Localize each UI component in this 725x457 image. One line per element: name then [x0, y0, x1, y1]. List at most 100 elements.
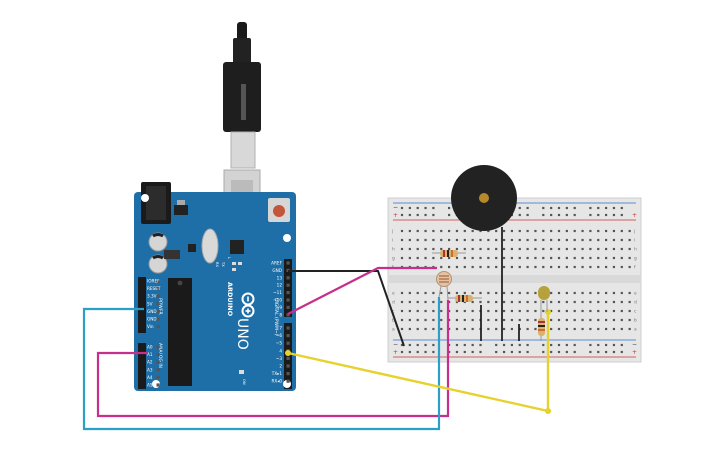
breadboard-hole[interactable] [487, 238, 490, 242]
analog-pin-socket[interactable] [156, 375, 160, 379]
breadboard-hole[interactable] [432, 300, 435, 304]
breadboard-hole[interactable] [432, 327, 435, 331]
breadboard-hole[interactable] [550, 247, 553, 251]
breadboard-rail-hole[interactable] [526, 206, 529, 210]
breadboard-rail-hole[interactable] [565, 206, 568, 210]
breadboard-hole[interactable] [502, 265, 506, 269]
breadboard-hole[interactable] [479, 265, 482, 269]
breadboard-hole[interactable] [502, 309, 506, 313]
digital-pin-socket[interactable] [286, 283, 290, 287]
breadboard-hole[interactable] [597, 238, 600, 242]
breadboard-hole[interactable] [557, 247, 561, 251]
breadboard-hole[interactable] [471, 229, 474, 233]
resistor-middle[interactable] [448, 295, 482, 302]
breadboard-hole[interactable] [432, 238, 435, 242]
breadboard-hole[interactable] [424, 309, 427, 313]
breadboard-hole[interactable] [416, 327, 419, 331]
breadboard-rail-hole[interactable] [557, 343, 561, 347]
breadboard-hole[interactable] [557, 318, 561, 322]
breadboard-hole[interactable] [565, 309, 568, 313]
breadboard-hole[interactable] [518, 238, 521, 242]
breadboard-hole[interactable] [557, 309, 561, 313]
breadboard-hole[interactable] [440, 300, 443, 304]
breadboard-hole[interactable] [518, 229, 521, 233]
breadboard-hole[interactable] [408, 247, 411, 251]
breadboard-hole[interactable] [416, 291, 419, 295]
breadboard-rail-hole[interactable] [518, 350, 521, 354]
breadboard-hole[interactable] [408, 291, 411, 295]
breadboard-hole[interactable] [518, 300, 521, 304]
breadboard-rail-hole[interactable] [573, 206, 576, 210]
breadboard-rail-hole[interactable] [424, 350, 427, 354]
breadboard-rail-hole[interactable] [565, 343, 568, 347]
breadboard-hole[interactable] [542, 265, 545, 269]
breadboard-hole[interactable] [432, 256, 435, 260]
breadboard-hole[interactable] [463, 238, 466, 242]
breadboard-hole[interactable] [510, 238, 513, 242]
breadboard-hole[interactable] [550, 300, 553, 304]
breadboard-hole[interactable] [620, 256, 623, 260]
breadboard-hole[interactable] [487, 265, 490, 269]
breadboard-hole[interactable] [589, 265, 592, 269]
breadboard-hole[interactable] [455, 265, 459, 269]
breadboard-hole[interactable] [455, 318, 459, 322]
breadboard-hole[interactable] [400, 256, 404, 260]
breadboard-hole[interactable] [550, 238, 553, 242]
breadboard-hole[interactable] [620, 229, 623, 233]
breadboard-hole[interactable] [534, 291, 537, 295]
breadboard-hole[interactable] [542, 247, 545, 251]
breadboard-rail-hole[interactable] [455, 343, 459, 347]
breadboard-hole[interactable] [573, 256, 576, 260]
breadboard-rail-hole[interactable] [518, 343, 521, 347]
breadboard-hole[interactable] [605, 265, 608, 269]
breadboard-hole[interactable] [526, 327, 529, 331]
breadboard-hole[interactable] [597, 318, 600, 322]
power-pin-socket[interactable] [156, 317, 160, 321]
breadboard-hole[interactable] [612, 238, 616, 242]
breadboard-hole[interactable] [416, 247, 419, 251]
breadboard-hole[interactable] [424, 318, 427, 322]
breadboard-hole[interactable] [581, 247, 584, 251]
breadboard-rail-hole[interactable] [612, 213, 616, 217]
digital-pin-socket[interactable] [286, 379, 290, 383]
breadboard-rail-hole[interactable] [550, 206, 553, 210]
breadboard-hole[interactable] [620, 309, 623, 313]
breadboard-hole[interactable] [628, 238, 631, 242]
analog-pin-socket[interactable] [156, 383, 160, 387]
breadboard-hole[interactable] [463, 318, 466, 322]
breadboard-hole[interactable] [620, 318, 623, 322]
breadboard-hole[interactable] [589, 327, 592, 331]
breadboard-hole[interactable] [448, 256, 451, 260]
breadboard-hole[interactable] [495, 238, 498, 242]
breadboard-rail-hole[interactable] [408, 350, 411, 354]
breadboard-hole[interactable] [440, 238, 443, 242]
breadboard-hole[interactable] [416, 309, 419, 313]
breadboard-rail-hole[interactable] [597, 343, 600, 347]
breadboard-hole[interactable] [408, 318, 411, 322]
breadboard-hole[interactable] [605, 318, 608, 322]
breadboard-hole[interactable] [612, 291, 616, 295]
breadboard-hole[interactable] [612, 327, 616, 331]
breadboard-hole[interactable] [565, 318, 568, 322]
breadboard-hole[interactable] [581, 327, 584, 331]
breadboard-hole[interactable] [416, 229, 419, 233]
breadboard-hole[interactable] [424, 300, 427, 304]
breadboard-hole[interactable] [620, 291, 623, 295]
breadboard-hole[interactable] [479, 229, 482, 233]
breadboard-hole[interactable] [597, 256, 600, 260]
digital-pin-socket[interactable] [286, 298, 290, 302]
wire-magenta-a1[interactable] [96, 300, 450, 418]
breadboard-hole[interactable] [408, 300, 411, 304]
breadboard-hole[interactable] [440, 318, 443, 322]
breadboard-hole[interactable] [455, 238, 459, 242]
breadboard-hole[interactable] [526, 265, 529, 269]
digital-pin-socket[interactable] [286, 261, 290, 265]
breadboard-hole[interactable] [597, 309, 600, 313]
breadboard-hole[interactable] [542, 256, 545, 260]
breadboard-hole[interactable] [628, 229, 631, 233]
breadboard-hole[interactable] [557, 238, 561, 242]
breadboard-hole[interactable] [565, 327, 568, 331]
breadboard-hole[interactable] [620, 327, 623, 331]
breadboard-hole[interactable] [424, 238, 427, 242]
breadboard-rail-hole[interactable] [526, 213, 529, 217]
